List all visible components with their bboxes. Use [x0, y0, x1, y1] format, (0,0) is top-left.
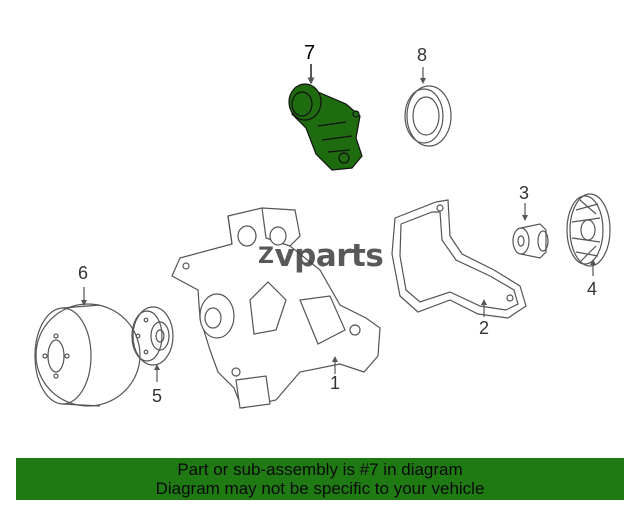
zvparts-watermark-logo: Zvparts: [258, 238, 384, 274]
info-banner: Part or sub-assembly is #7 in diagram Di…: [16, 458, 624, 500]
plug-part-3[interactable]: [512, 223, 549, 259]
watermark-text: vparts: [274, 238, 384, 274]
callout-5[interactable]: 5: [152, 386, 163, 406]
callout-4[interactable]: 4: [587, 279, 598, 299]
callout-6[interactable]: 6: [78, 263, 89, 283]
banner-line-1: Part or sub-assembly is #7 in diagram: [177, 460, 463, 479]
banner-line-2: Diagram may not be specific to your vehi…: [155, 479, 485, 498]
gasket-part-2[interactable]: [391, 199, 527, 319]
water-pump-housing-part-1[interactable]: [171, 207, 381, 409]
pulley-part-6[interactable]: [34, 303, 141, 407]
callout-7[interactable]: 7: [304, 42, 316, 64]
hub-part-5[interactable]: [131, 306, 174, 366]
callout-8[interactable]: 8: [417, 45, 428, 65]
callout-3[interactable]: 3: [519, 183, 530, 203]
callout-2[interactable]: 2: [479, 318, 490, 338]
callout-1[interactable]: 1: [330, 373, 341, 393]
seal-ring-part-8[interactable]: [404, 85, 452, 147]
watermark-mark: Z: [258, 244, 274, 269]
thermostat-housing-part-7[interactable]: [288, 83, 363, 171]
impeller-part-4[interactable]: [566, 193, 611, 267]
